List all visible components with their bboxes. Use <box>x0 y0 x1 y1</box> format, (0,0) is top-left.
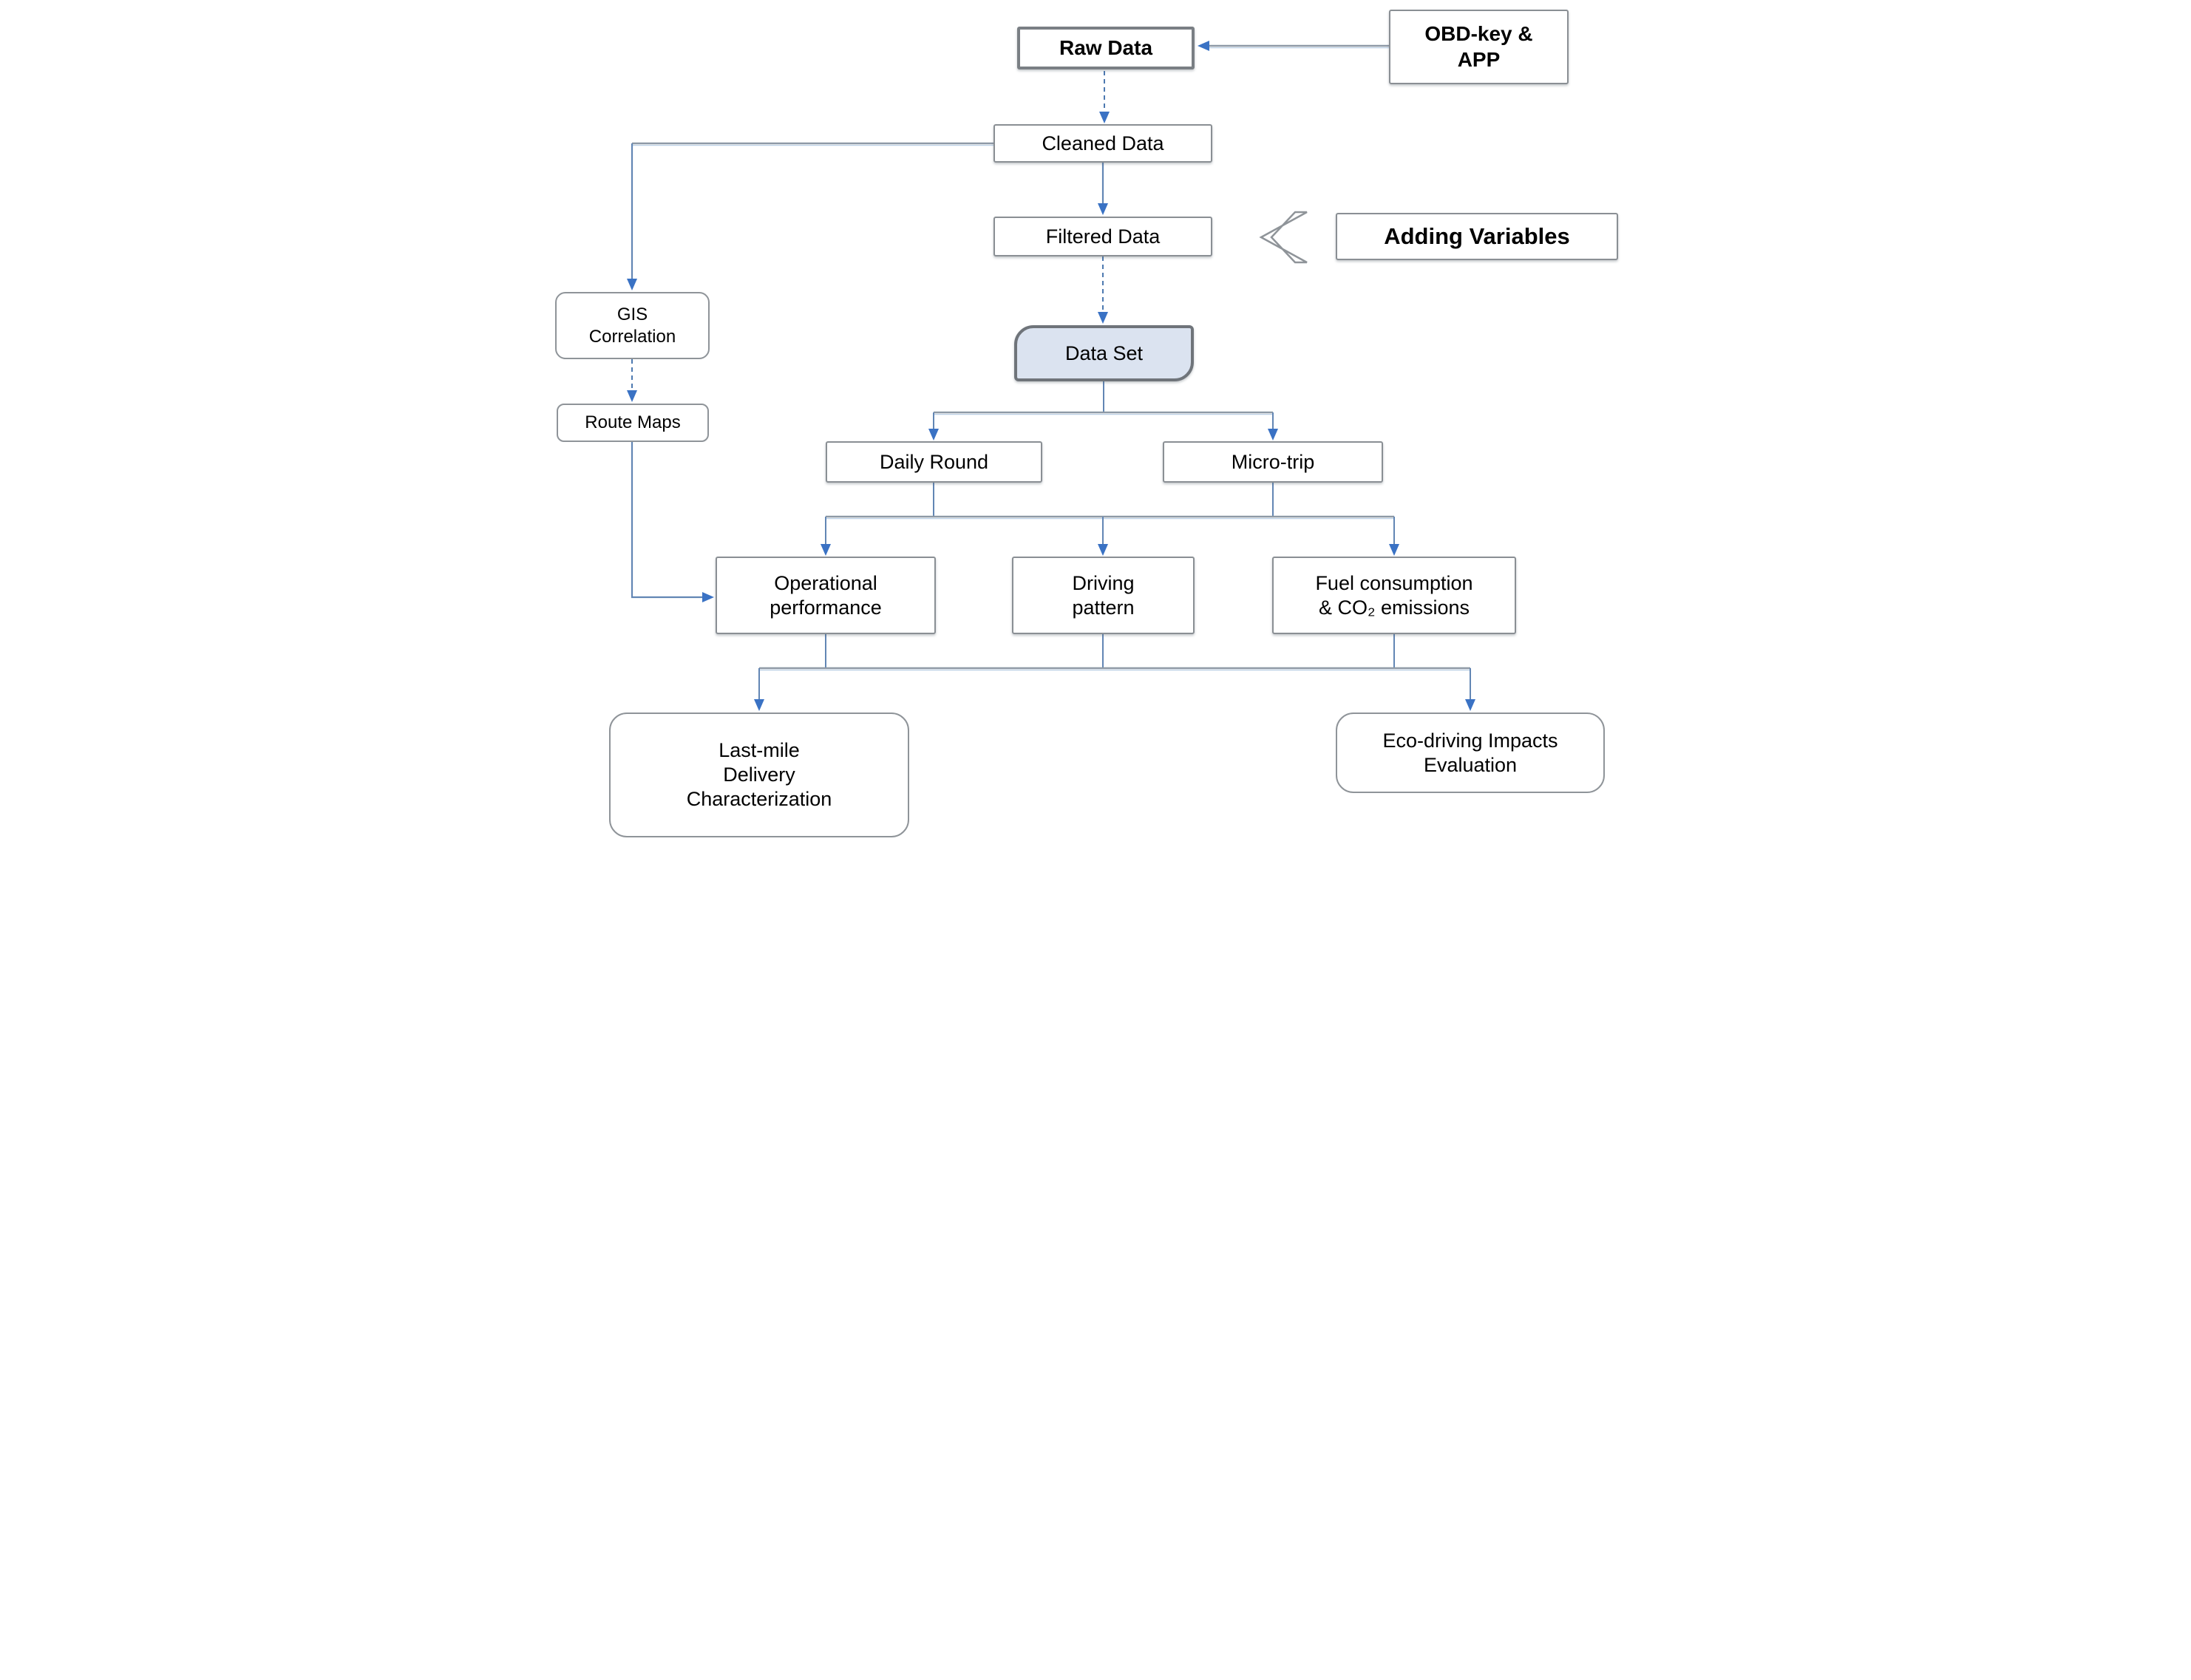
node-filtered-data: Filtered Data <box>993 217 1212 256</box>
edge-route-to-operational <box>631 442 714 602</box>
edge-cleaned-to-gis <box>627 142 993 290</box>
edge-results-split <box>754 634 1475 711</box>
node-driving-pattern: Driving pattern <box>1012 557 1195 634</box>
node-operational-performance: Operational performance <box>716 557 936 634</box>
node-cleaned-data: Cleaned Data <box>993 124 1212 163</box>
node-obd-key-app: OBD-key & APP <box>1389 10 1569 84</box>
edge-analysis-split <box>821 483 1399 556</box>
node-route-maps: Route Maps <box>557 404 709 442</box>
node-fuel-co2-emissions: Fuel consumption & CO₂ emissions <box>1272 557 1516 634</box>
edge-gis-to-route <box>627 359 637 402</box>
node-gis-correlation: GIS Correlation <box>555 292 710 359</box>
edge-dataset-split <box>928 381 1278 441</box>
flowchart-canvas: Raw Data OBD-key & APP Cleaned Data Filt… <box>548 0 1643 840</box>
node-last-mile-delivery: Last-mile Delivery Characterization <box>609 713 909 837</box>
node-data-set: Data Set <box>1014 325 1194 381</box>
edge-obd-to-raw-data <box>1198 41 1389 51</box>
connector-layer <box>627 41 1475 711</box>
node-eco-driving-evaluation: Eco-driving Impacts Evaluation <box>1336 713 1605 793</box>
edge-raw-to-cleaned <box>1099 71 1110 123</box>
node-daily-round: Daily Round <box>826 441 1042 483</box>
node-adding-variables: Adding Variables <box>1336 213 1618 260</box>
node-micro-trip: Micro-trip <box>1163 441 1383 483</box>
chevron-left-icon <box>1259 211 1308 264</box>
edge-filtered-to-dataset <box>1098 256 1108 324</box>
node-raw-data: Raw Data <box>1017 27 1195 69</box>
edge-cleaned-to-filtered <box>1098 163 1108 215</box>
